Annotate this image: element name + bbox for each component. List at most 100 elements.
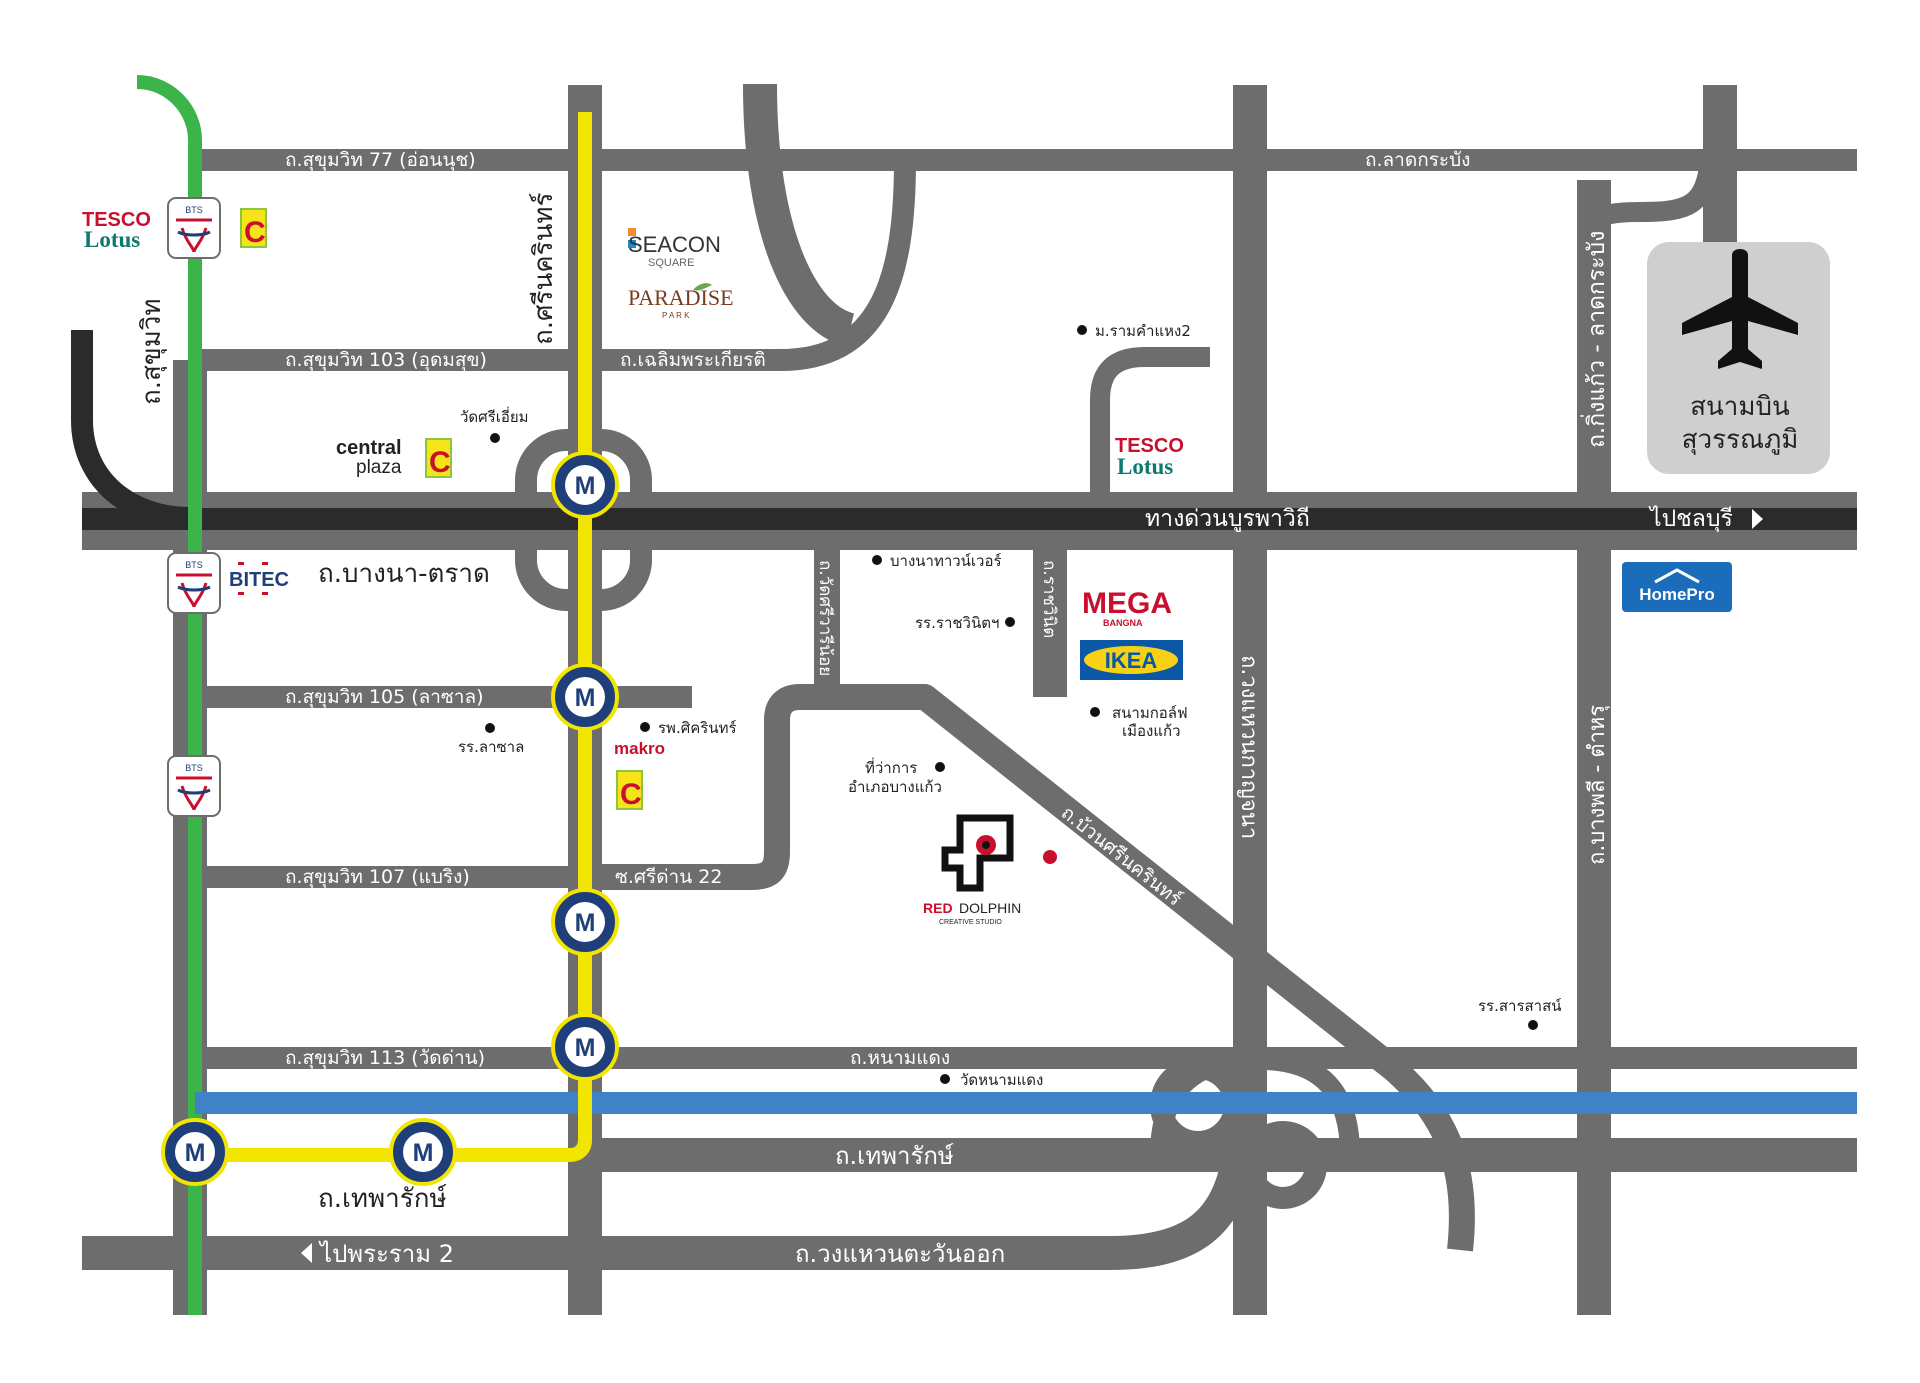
leaf-icon [693,283,712,291]
svg-text:PARADISE: PARADISE [628,285,734,310]
lotus-text: Lotus [84,227,140,252]
label-nam-daeng: ถ.หนามแดง [850,1047,950,1069]
airport-line1: สนามบิน [1690,392,1790,422]
mrt-station-3[interactable]: M [551,888,619,956]
makro-logo: makro [614,739,665,758]
airport-box: สนามบิน สุวรรณภูมิ [1647,242,1830,474]
mega-bangna-logo: MEGA BANGNA [1082,587,1172,628]
svg-text:central: central [336,437,402,459]
poi-dot-sarasas [1528,1020,1538,1030]
ikea-logo: IKEA [1080,640,1183,680]
label-sukhumvit103: ถ.สุขุมวิท 103 (อุดมสุข) [285,349,487,372]
label-ring-east: ถ.วงแหวนตะวันออก [795,1240,1005,1268]
mrt-blue-line [195,1092,1857,1114]
road-ram2-loop [1090,347,1210,495]
central-plaza-logo: central plaza [336,437,402,478]
bts-logo-icon [176,776,212,811]
poi-district2: อำเภอบางแก้ว [848,778,942,796]
svg-text:IKEA: IKEA [1105,648,1158,673]
tesco-lotus-logo-2: TESCO Lotus [1115,435,1184,479]
expressway-burapha [82,508,1857,530]
expressway-curve [71,330,191,529]
bigc-logo-1: C [240,208,267,249]
label-rachawinit: ถ.ราชวินิต [1039,560,1059,638]
poi-dot-sikarin [640,722,650,732]
poi-labels: ม.รามคำแหง2 วัดศรีเอี่ยม บางนาทาวน์เวอร์… [458,322,1562,1089]
svg-text:C: C [620,778,642,811]
label-chalermphrakiat: ถ.เฉลิมพระเกียรติ [620,349,766,371]
svg-text:M: M [575,909,596,937]
label-sukhumvit77: ถ.สุขุมวิท 77 (อ่อนนุช) [285,149,476,172]
svg-text:M: M [575,472,596,500]
seacon-logo: SEACON SQUARE [628,228,721,269]
mrt-station-bangna[interactable]: M [551,451,619,519]
road-chalerm-v [743,83,856,347]
interchange-loop-b [1239,1121,1327,1209]
label-theparak-main: ถ.เทพารักษ์ [835,1142,954,1170]
label-wat-sri: ถ.วัดศรีวารีน้อย [815,560,835,676]
tesco-text-2: TESCO [1115,435,1184,457]
label-sukhumvit105: ถ.สุขุมวิท 105 (ลาซาล) [285,686,484,709]
bts-station-3[interactable]: BTS [167,755,221,817]
svg-text:HomePro: HomePro [1639,585,1715,604]
svg-text:BTS: BTS [185,205,203,215]
svg-text:plaza: plaza [356,457,402,478]
label-sukhumvit113: ถ.สุขุมวิท 113 (วัดด่าน) [285,1047,485,1070]
poi-dot-wat-nam-daeng [940,1074,950,1084]
label-burapha: ทางด่วนบูรพาวิถี [1145,506,1310,532]
tesco-lotus-logo-1: TESCO Lotus [82,209,151,252]
arrow-right-icon [1752,509,1763,529]
poi-markers [485,325,1538,1084]
poi-rachawinit: รร.ราชวินิตฯ [915,614,999,632]
label-bangna-trad: ถ.บางนา-ตราด [318,559,490,589]
homepro-logo: HomePro [1622,562,1732,612]
poi-lasalle: รร.ลาซาล [458,738,524,756]
bts-station-1[interactable]: BTS [167,197,221,259]
road-labels: ถ.สุขุมวิท 77 (อ่อนนุช) ถ.ลาดกระบัง ถ.สุ… [137,149,1763,1268]
mrt-station-2[interactable]: M [551,663,619,731]
svg-text:P A R K: P A R K [662,311,690,320]
bts-logo-icon [176,573,212,608]
label-theparak-lower: ถ.เทพารักษ์ [318,1184,447,1214]
poi-dot-bangna-tower [872,555,882,565]
poi-sikarin: รพ.ศิครินทร์ [658,719,737,737]
bts-station-2[interactable]: BTS [167,552,221,614]
mrt-station-6[interactable]: M [161,1118,229,1186]
bts-line [136,75,202,1315]
poi-dot-lasalle [485,723,495,733]
label-to-rama2: ไปพระราม 2 [318,1240,454,1268]
bts-stations: BTS BTS BTS [167,197,221,817]
label-bunsrinakarin: ถ.บ้วนศรีนครินทร์ [1057,802,1186,911]
label-srinakarin: ถ.ศรีนครินทร์ [529,192,559,345]
red-dolphin-logo: RED DOLPHIN CREATIVE STUDIO [923,814,1021,926]
svg-text:BITEC: BITEC [229,569,289,591]
label-ladkrabang: ถ.ลาดกระบัง [1365,149,1470,171]
svg-text:M: M [575,1034,596,1062]
label-kanchana-v: ถ.วงแหวนกาญจนา [1236,655,1261,839]
mrt-station-4[interactable]: M [551,1013,619,1081]
svg-text:C: C [244,216,266,249]
svg-text:C: C [429,446,451,479]
mrt-station-5[interactable]: M [389,1118,457,1186]
mrt-yellow-line [195,112,592,1162]
label-bangphli: ถ.บางพลี - ตำหรุ [1585,705,1610,865]
lotus-text-2: Lotus [1117,454,1173,479]
poi-ram2: ม.รามคำแหง2 [1095,322,1191,340]
poi-dot-ram2 [1077,325,1087,335]
mrt-stations: M M M M M M [161,451,619,1186]
red-dolphin-marker [1043,850,1057,864]
label-sridan22: ซ.ศรีด่าน 22 [615,866,722,888]
svg-text:M: M [413,1139,434,1167]
svg-text:CREATIVE STUDIO: CREATIVE STUDIO [939,919,1002,926]
poi-sarasas: รร.สารสาสน์ [1478,997,1562,1015]
poi-dot-district [935,762,945,772]
poi-dot-wat-sri-iam [490,433,500,443]
tesco-text: TESCO [82,209,151,231]
poi-golf2: เมืองแก้ว [1122,722,1181,740]
airport-line2: สุวรรณภูมิ [1682,425,1799,455]
svg-text:BANGNA: BANGNA [1103,618,1143,628]
poi-wat-nam-daeng: วัดหนามแดง [960,1071,1043,1089]
label-sukhumvit107: ถ.สุขุมวิท 107 (แบริ่ง) [285,863,470,889]
svg-text:MEGA: MEGA [1082,587,1172,620]
